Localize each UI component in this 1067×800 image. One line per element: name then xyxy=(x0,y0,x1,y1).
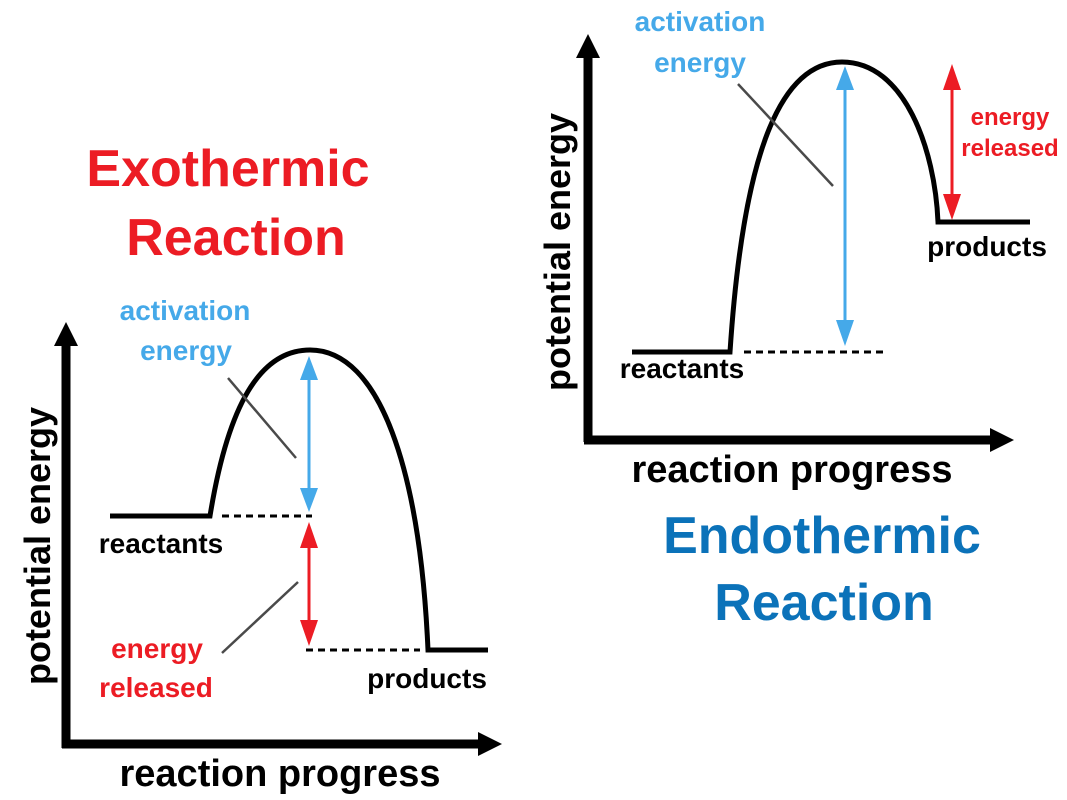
exo-released-arrowhead-top xyxy=(300,522,318,548)
endo-energy-label-line1: energy xyxy=(971,104,1050,131)
exo-released-arrowhead-bottom xyxy=(300,620,318,646)
endo-activation-pointer xyxy=(737,83,834,187)
endo-x-axis-arrowhead xyxy=(990,428,1014,452)
endothermic-diagram: Endothermic Reaction potential energy re… xyxy=(537,6,1059,632)
endo-activation-arrowhead-bottom xyxy=(836,320,854,346)
exothermic-diagram: Exothermic Reaction potential energy rea… xyxy=(17,140,502,795)
exo-x-axis-label: reaction progress xyxy=(120,753,441,795)
exo-energy-curve xyxy=(110,347,488,653)
exo-activation-pointer xyxy=(227,377,297,459)
endo-activation-label-line1: activation xyxy=(635,6,766,37)
exo-reactants-label: reactants xyxy=(99,528,224,559)
exothermic-title-line1: Exothermic xyxy=(86,140,369,198)
exo-activation-arrowhead-bottom xyxy=(300,488,318,512)
exo-x-axis-arrowhead xyxy=(478,732,502,756)
exo-activation-label-line1: activation xyxy=(120,295,251,326)
exo-products-label: products xyxy=(367,663,487,694)
exo-released-pointer xyxy=(221,581,299,654)
endothermic-title-line2: Reaction xyxy=(714,574,934,632)
endo-activation-label-line2: energy xyxy=(654,47,746,78)
exo-y-axis-arrowhead xyxy=(54,322,78,346)
exo-y-axis-label: potential energy xyxy=(17,407,58,685)
endo-products-label: products xyxy=(927,231,1047,262)
endo-energy-arrowhead-top xyxy=(943,64,961,90)
exo-activation-arrowhead-top xyxy=(300,356,318,380)
endothermic-title-line1: Endothermic xyxy=(663,507,981,565)
endo-activation-arrowhead-top xyxy=(836,66,854,90)
endo-energy-label-line2: released xyxy=(961,135,1058,162)
exo-released-label-line1: energy xyxy=(111,633,203,664)
exo-activation-label-line2: energy xyxy=(140,335,232,366)
endo-energy-curve xyxy=(632,59,1030,355)
endo-y-axis-label: potential energy xyxy=(537,113,578,391)
exo-released-label-line2: released xyxy=(99,672,213,703)
endo-x-axis-label: reaction progress xyxy=(632,449,953,491)
endo-reactants-label: reactants xyxy=(620,353,745,384)
endo-y-axis-arrowhead xyxy=(576,34,600,58)
exothermic-title-line2: Reaction xyxy=(126,209,346,267)
endo-energy-arrowhead-bottom xyxy=(943,194,961,220)
